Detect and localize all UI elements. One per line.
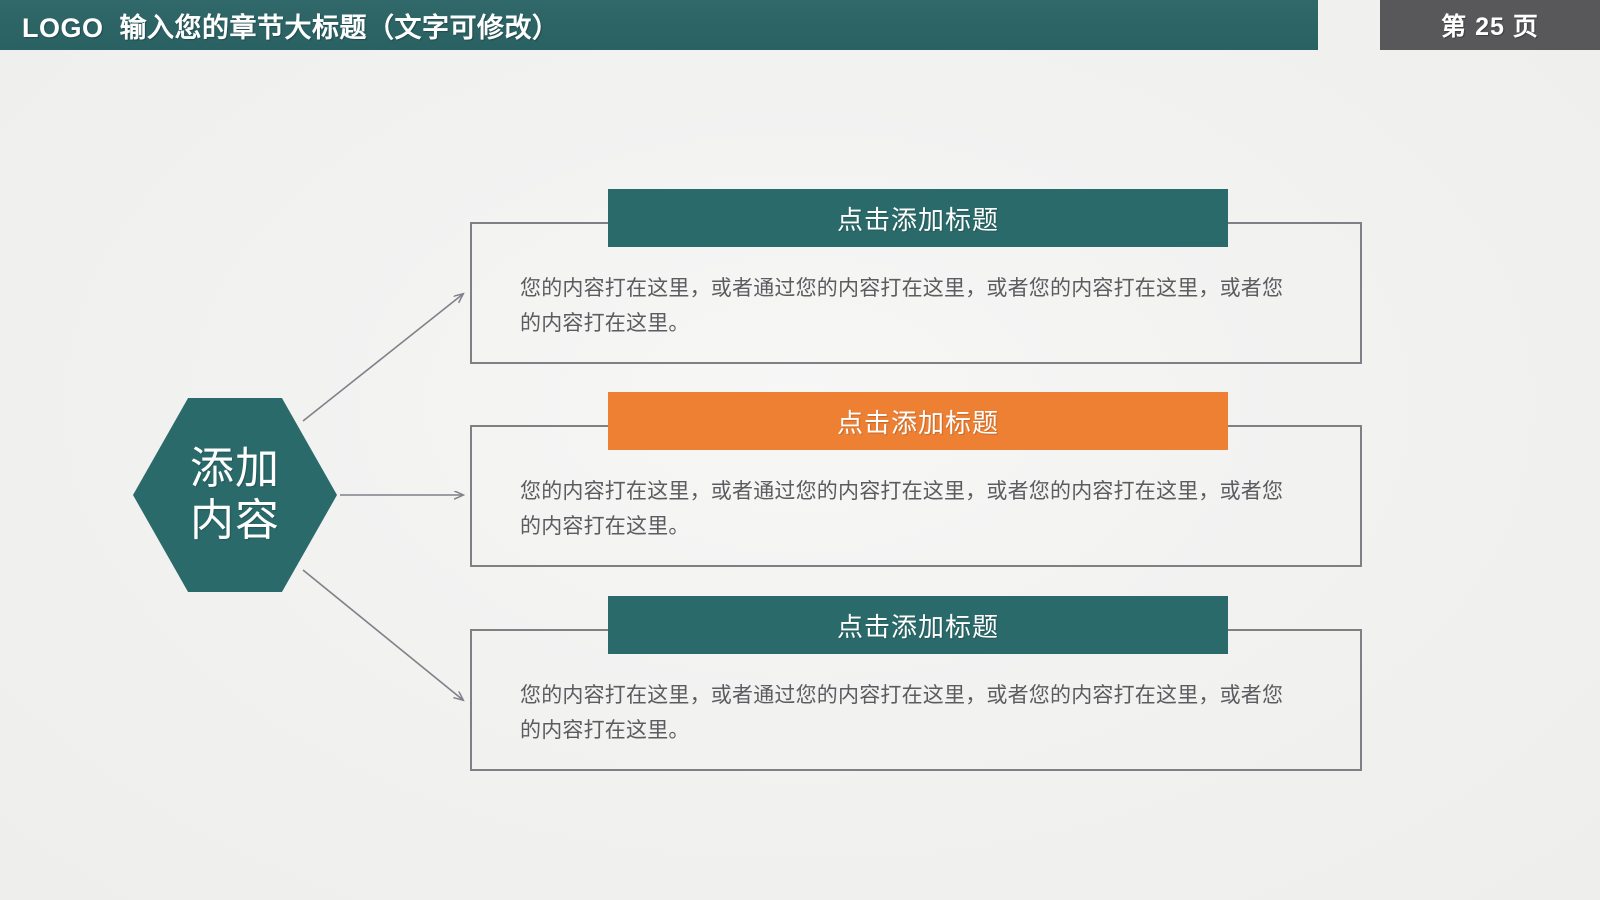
content-card-2-title: 点击添加标题 <box>836 407 999 438</box>
page-number-text: 第 25 页 <box>1441 13 1539 41</box>
content-card-1-title: 点击添加标题 <box>836 204 999 235</box>
connector-line-top <box>302 294 463 422</box>
content-card-1-body: 您的内容打在这里，或者通过您的内容打在这里，或者您的内容打在这里，或者您的内容打… <box>520 277 1284 335</box>
content-card-3-body: 您的内容打在这里，或者通过您的内容打在这里，或者您的内容打在这里，或者您的内容打… <box>520 684 1284 742</box>
hub-hexagon[interactable]: 添加 内容 <box>133 398 337 592</box>
header-title-group: LOGO 输入您的章节大标题（文字可修改） <box>0 6 560 45</box>
hub-label-line1: 添加 <box>190 444 280 494</box>
page-title: 输入您的章节大标题（文字可修改） <box>119 12 560 43</box>
content-card-3-title: 点击添加标题 <box>836 611 999 642</box>
content-card-2-header[interactable]: 点击添加标题 <box>608 392 1228 450</box>
connector-line-bottom <box>302 569 463 700</box>
slide-header-bar: LOGO 输入您的章节大标题（文字可修改） <box>0 0 1318 50</box>
content-card-2-body: 您的内容打在这里，或者通过您的内容打在这里，或者您的内容打在这里，或者您的内容打… <box>520 480 1284 538</box>
content-card-3-header[interactable]: 点击添加标题 <box>608 596 1228 654</box>
logo-text: LOGO <box>22 12 104 43</box>
content-card-1-header[interactable]: 点击添加标题 <box>608 189 1228 247</box>
page-number-badge: 第 25 页 <box>1380 0 1600 50</box>
hub-label-line2: 内容 <box>190 496 280 545</box>
